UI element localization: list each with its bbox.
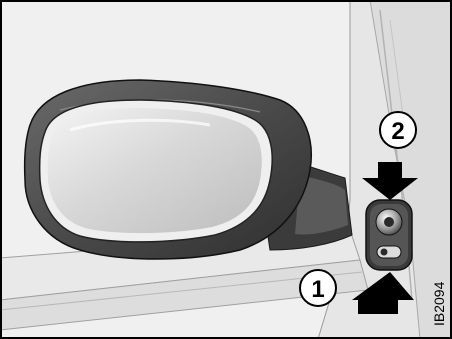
callout-2: 2	[380, 112, 416, 148]
callout-1: 1	[300, 270, 336, 306]
mirror-adjust-knob	[366, 200, 412, 270]
callout-2-label: 2	[391, 118, 404, 145]
mirror-glass	[40, 100, 273, 242]
callout-1-label: 1	[311, 276, 324, 303]
figure-code: IB2094	[431, 281, 447, 326]
